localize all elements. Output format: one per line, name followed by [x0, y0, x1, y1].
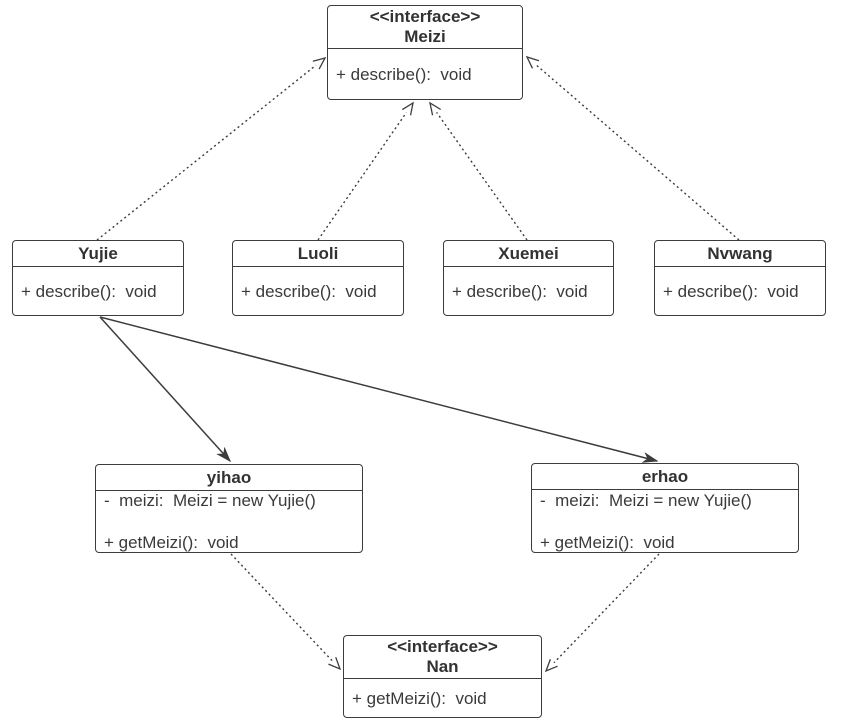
connector-erhao-to-nan [544, 553, 660, 673]
member-line: + describe(): void [241, 281, 377, 301]
stereotype-label: <<interface>> [387, 637, 498, 656]
connector-xuemei-to-meizi [429, 101, 528, 241]
member-line: + describe(): void [21, 281, 157, 301]
member-line: + getMeizi(): void [104, 533, 239, 552]
member-line [540, 511, 790, 532]
member-line: - meizi: Meizi = new Yujie() [540, 490, 752, 510]
member-line: + getMeizi(): void [352, 688, 487, 708]
class-box-xuemei: Xuemei + describe(): void [443, 240, 614, 316]
class-name: erhao [641, 466, 689, 486]
class-name: Yujie [78, 243, 118, 263]
class-box-yihao: yihao - meizi: Meizi = new Yujie() + getMe… [95, 464, 363, 553]
class-header-yihao: yihao [96, 465, 362, 491]
member-line: - meizi: Meizi = new Yujie() [104, 491, 316, 510]
member-line: + describe(): void [336, 64, 472, 84]
class-members: + describe(): void [444, 267, 613, 315]
class-box-nan: <<interface>>Nan + getMeizi(): void [343, 635, 542, 718]
class-name: Meizi [404, 27, 446, 46]
connector-nvwang-to-meizi [525, 55, 740, 241]
member-line: + describe(): void [452, 281, 588, 301]
class-name: Nvwang [707, 243, 773, 263]
class-members: - meizi: Meizi = new Yujie() + getMeizi()… [532, 490, 798, 552]
class-members: + describe(): void [13, 267, 183, 315]
member-line: + describe(): void [663, 281, 799, 301]
class-box-luoli: Luoli + describe(): void [232, 240, 404, 316]
connector-yujie-to-yihao [99, 316, 230, 461]
class-box-meizi: <<interface>>Meizi + describe(): void [327, 5, 523, 100]
class-name: Nan [426, 657, 459, 676]
class-box-erhao: erhao - meizi: Meizi = new Yujie() + getMe… [531, 463, 799, 553]
class-header-erhao: erhao [532, 464, 798, 490]
class-members: + describe(): void [233, 267, 403, 315]
class-members: + describe(): void [328, 49, 522, 99]
class-members: - meizi: Meizi = new Yujie() + getMeizi()… [96, 491, 362, 552]
member-line: + getMeizi(): void [540, 532, 675, 552]
class-header-meizi: <<interface>>Meizi [328, 6, 522, 49]
connector-yujie-to-meizi [96, 56, 327, 241]
connector-yujie-to-erhao [99, 316, 657, 461]
class-members: + getMeizi(): void [344, 679, 541, 717]
class-name: Luoli [297, 243, 339, 263]
connector-yihao-to-nan [230, 553, 342, 671]
class-box-yujie: Yujie + describe(): void [12, 240, 184, 316]
class-header-yujie: Yujie [13, 241, 183, 267]
class-header-nan: <<interface>>Nan [344, 636, 541, 679]
stereotype-label: <<interface>> [369, 7, 481, 26]
class-box-nvwang: Nvwang + describe(): void [654, 240, 826, 316]
member-line [104, 511, 354, 532]
class-header-nvwang: Nvwang [655, 241, 825, 267]
connector-luoli-to-meizi [317, 101, 414, 241]
class-header-xuemei: Xuemei [444, 241, 613, 267]
class-name: Xuemei [498, 243, 559, 263]
class-name: yihao [206, 467, 252, 487]
class-header-luoli: Luoli [233, 241, 403, 267]
class-members: + describe(): void [655, 267, 825, 315]
